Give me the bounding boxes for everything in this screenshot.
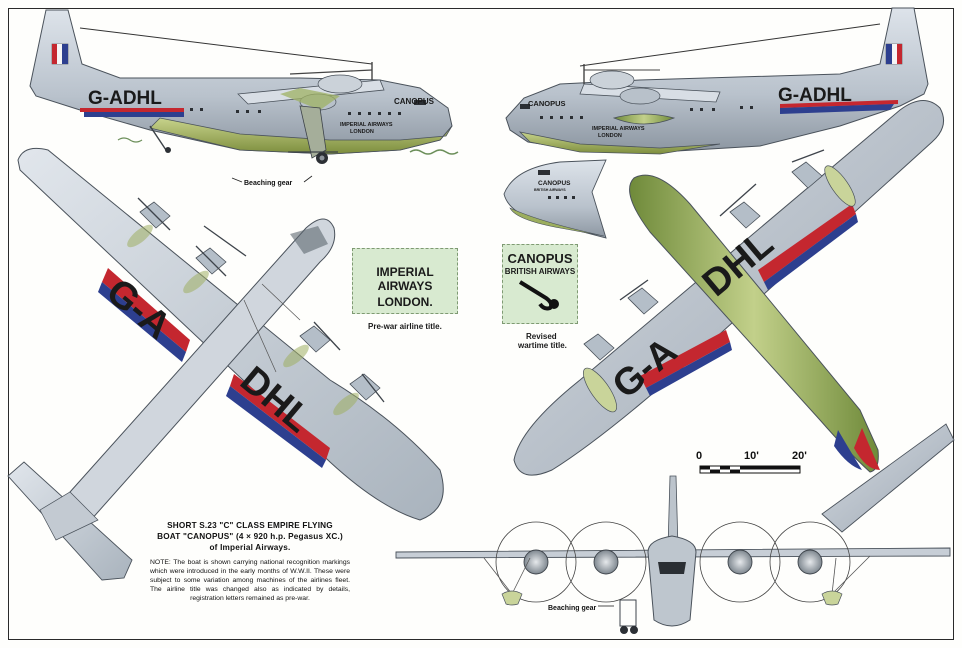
note-text: NOTE: The boat is shown carrying nationa…	[150, 559, 350, 602]
side-registration-left: G-ADHL	[88, 88, 162, 109]
side-airline-line1: IMPERIAL AIRWAYS	[340, 122, 393, 128]
scale-bar	[699, 465, 801, 474]
wartime-title-line1: CANOPUS	[507, 251, 573, 266]
prewar-title-line2: LONDON.	[377, 295, 433, 309]
title-block: SHORT S.23 "C" CLASS EMPIRE FLYING BOAT …	[150, 520, 350, 603]
beaching-gear-label-top: Beaching gear	[244, 180, 293, 187]
title-line2: BOAT "CANOPUS" (4 × 920 h.p. Pegasus XC.…	[157, 532, 343, 541]
side-airline-right-line2: LONDON	[598, 133, 622, 139]
wartime-caption-line2: wartime title.	[518, 341, 567, 350]
beaching-gear-label-front: Beaching gear	[548, 605, 597, 612]
front-view	[395, 475, 951, 634]
prewar-title-card: IMPERIAL AIRWAYS LONDON.	[352, 248, 458, 314]
nose-airline: BRITISH AIRWAYS	[534, 188, 566, 192]
scale-label-10: 10'	[744, 450, 759, 462]
side-name-right: CANOPUS	[528, 99, 566, 108]
scale-label-20: 20'	[792, 450, 807, 462]
title-line1: SHORT S.23 "C" CLASS EMPIRE FLYING	[167, 521, 333, 530]
wartime-caption-line1: Revised	[526, 332, 557, 341]
plan-view-bottom	[513, 100, 955, 533]
side-view-right	[505, 7, 929, 155]
nose-detail	[503, 159, 607, 239]
title-line3: of Imperial Airways.	[209, 543, 291, 552]
side-registration-right: G-ADHL	[778, 85, 852, 106]
side-view-left	[29, 9, 459, 183]
sheet-border	[8, 8, 954, 640]
side-airline-right-line1: IMPERIAL AIRWAYS	[592, 126, 645, 132]
scale-label-0: 0	[696, 450, 703, 462]
prewar-caption: Pre-war airline title.	[368, 322, 442, 331]
wartime-title-card: CANOPUS BRITISH AIRWAYS	[502, 244, 578, 324]
wartime-flag-mark	[518, 280, 559, 311]
plan-view-top	[7, 147, 444, 581]
wartime-title-line2: BRITISH AIRWAYS	[504, 267, 576, 276]
side-airline-line2: LONDON	[350, 129, 374, 135]
nose-name: CANOPUS	[538, 180, 571, 187]
prewar-title-line1: IMPERIAL AIRWAYS	[376, 265, 434, 293]
side-name-left: CANOPUS	[394, 97, 435, 106]
